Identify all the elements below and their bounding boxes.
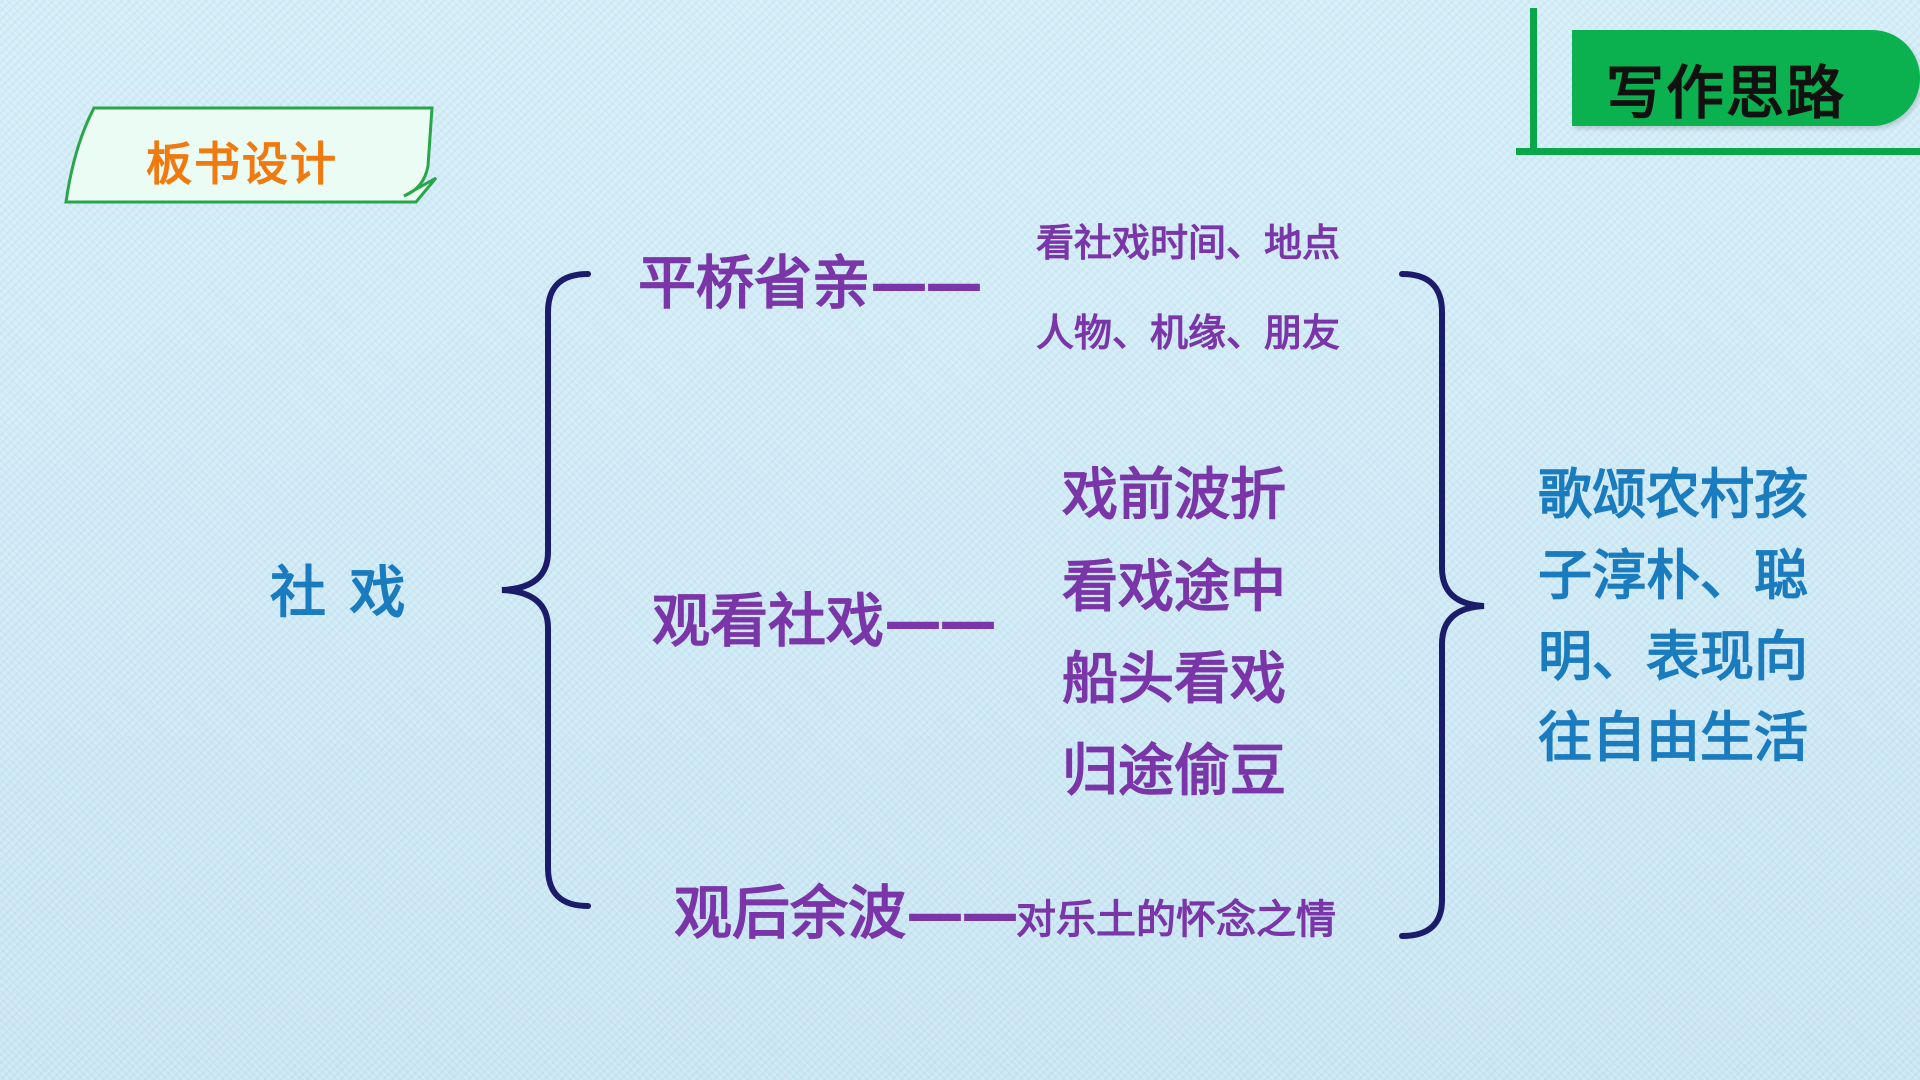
section-aftermath: 观后余波——对乐土的怀念之情 xyxy=(674,866,1336,950)
writing-tab-vertical-bar xyxy=(1530,8,1537,154)
theme-line-1: 歌颂农村孩 xyxy=(1538,463,1808,526)
writing-ideas-tab: 写作思路 xyxy=(1516,8,1920,158)
section-3-main: 观后余波 xyxy=(674,879,907,947)
section-1-main: 平桥省亲 xyxy=(638,249,871,317)
section-3-detail-1: 对乐土的怀念之情 xyxy=(1016,897,1337,943)
section-1-dash: —— xyxy=(870,249,983,317)
section-3-dash: —— xyxy=(906,879,1019,947)
section-1-detail-1: 看社戏时间、地点 xyxy=(1036,221,1341,265)
section-2-detail-4: 归途偷豆 xyxy=(1062,739,1286,804)
theme-line-3: 明、表现向 xyxy=(1538,625,1808,688)
board-design-tab-shape xyxy=(64,106,438,204)
writing-ideas-label: 写作思路 xyxy=(1606,59,1847,127)
section-2-detail-1: 戏前波折 xyxy=(1062,463,1286,528)
board-design-label: 板书设计 xyxy=(146,137,338,191)
section-pingqiao-visit: 平桥省亲—— xyxy=(638,236,983,320)
theme-line-2: 子淳朴、聪 xyxy=(1538,544,1808,607)
writing-tab-pill xyxy=(1572,30,1920,126)
right-brace xyxy=(1399,271,1485,939)
left-brace xyxy=(501,271,591,909)
board-design-tab: 板书设计 xyxy=(64,106,440,204)
section-watch-opera: 观看社戏—— xyxy=(652,574,997,658)
center-title: 社 戏 xyxy=(270,561,408,626)
theme-summary: 歌颂农村孩 子淳朴、聪 明、表现向 往自由生活 xyxy=(1538,454,1828,778)
section-1-detail-2: 人物、机缘、朋友 xyxy=(1036,311,1341,355)
theme-line-4: 往自由生活 xyxy=(1538,706,1808,769)
section-2-detail-3: 船头看戏 xyxy=(1062,647,1286,712)
section-2-detail-2: 看戏途中 xyxy=(1062,555,1286,620)
section-2-dash: —— xyxy=(884,587,997,655)
writing-tab-horizontal-bar xyxy=(1516,148,1920,155)
section-2-main: 观看社戏 xyxy=(652,587,885,655)
